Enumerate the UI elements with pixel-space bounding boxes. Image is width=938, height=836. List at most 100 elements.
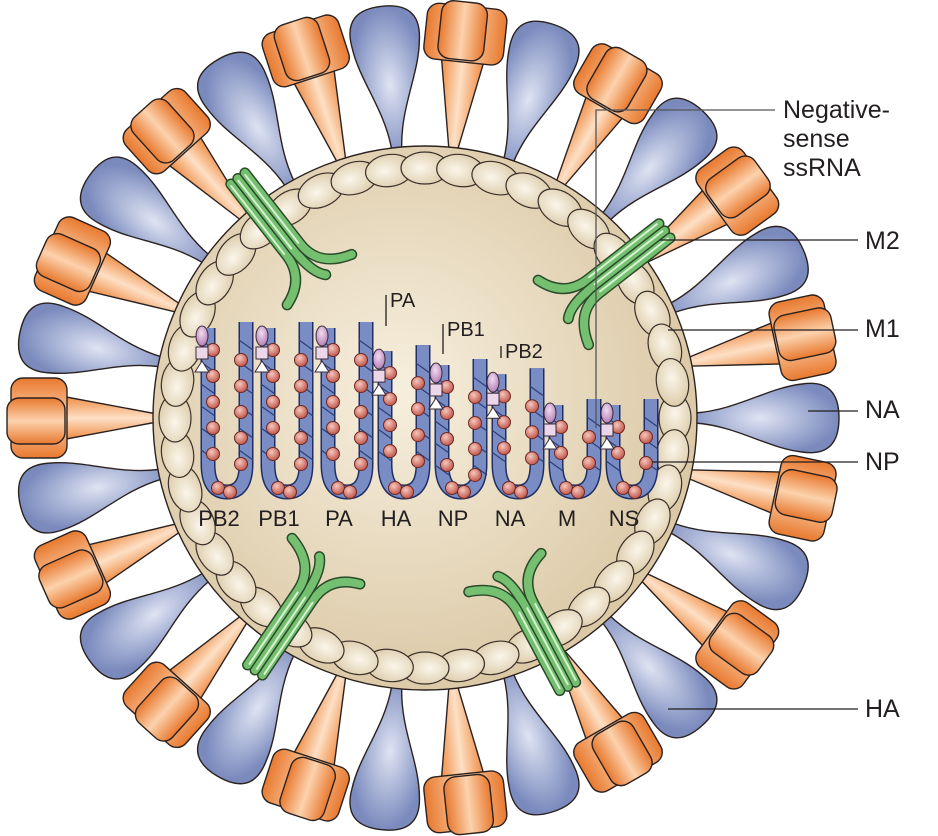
m2-channel (225, 167, 358, 311)
m2-helix-highlight (534, 603, 577, 681)
m2-helix (258, 577, 365, 680)
m2-helix (464, 586, 564, 695)
na-spike (197, 648, 296, 785)
np-bead (525, 451, 539, 466)
np-bead (354, 457, 368, 471)
na-spike (502, 672, 580, 816)
np-bead (411, 402, 425, 417)
ha-head-lobe (134, 676, 200, 742)
ha-spike (685, 294, 837, 382)
polymerase-pb1 (543, 423, 557, 437)
ha-stalk (60, 395, 158, 441)
np-bead (616, 481, 630, 495)
rna-twist (605, 460, 621, 472)
np-bead (468, 415, 482, 430)
np-bead (294, 457, 308, 471)
na-head (17, 461, 163, 534)
polymerase-pb2 (485, 406, 501, 419)
m2-helix-highlight (518, 611, 561, 690)
m2-helix (233, 174, 330, 279)
np-bead (354, 431, 368, 445)
ha-head-lobe (279, 756, 337, 822)
segment-label-ha: HA (381, 506, 412, 531)
polymerase-pa (486, 371, 500, 393)
polymerase-pa (600, 402, 614, 424)
polymerase-pa (372, 348, 386, 370)
polymerase-pa (255, 325, 269, 347)
rna-twist (200, 427, 216, 439)
rna-twist (358, 449, 374, 461)
rna-twist (260, 427, 276, 439)
np-bead (582, 456, 596, 470)
polymerase-pb2 (371, 383, 387, 396)
ha-stalk (440, 52, 486, 153)
polymerase-label-pb1: PB1 (447, 319, 485, 341)
np-bead (266, 395, 280, 409)
rna-twist (298, 339, 314, 351)
rna-twist (320, 383, 336, 395)
ha-spike (33, 522, 183, 620)
rna-twist (472, 464, 488, 476)
ha-head-lobe (273, 16, 331, 82)
np-bead (383, 392, 397, 407)
m2-helix-highlight (244, 174, 300, 244)
m2-helix-highlight (588, 223, 658, 279)
ha-spike (423, 683, 508, 836)
ha-spike (261, 14, 350, 166)
np-bead (554, 446, 568, 460)
np-bead (497, 415, 511, 430)
na-head (694, 382, 840, 454)
m2-helix (493, 572, 572, 691)
na-head (502, 672, 580, 816)
ha-head-lobe (38, 549, 104, 609)
np-bead (497, 441, 511, 456)
segment-label-pb1: PB1 (258, 506, 300, 531)
rna-twist (434, 420, 450, 432)
np-bead (411, 376, 425, 391)
np-bead (206, 395, 220, 409)
rnp-segment (542, 399, 602, 500)
rna-twist (298, 449, 314, 461)
rna-twist (491, 429, 507, 441)
rna-twist (472, 376, 488, 388)
surface-glycoproteins (6, 0, 840, 836)
np-bead (206, 421, 220, 435)
polymerase-pb2 (194, 360, 210, 373)
m1-matrix-layer (158, 151, 692, 685)
np-bead (234, 457, 248, 471)
polymerase-pb1 (600, 423, 614, 437)
polymerase-pb1 (255, 346, 269, 360)
rnp-segment (428, 358, 488, 500)
polymerase-label-pb2: PB2 (505, 341, 543, 363)
np-bead (383, 418, 397, 433)
np-bead (234, 405, 248, 419)
na-spike (694, 382, 840, 454)
rnp-segment (485, 368, 545, 500)
segment-label-pa: PA (325, 506, 353, 531)
m1-protein (655, 357, 690, 407)
np-bead (266, 421, 280, 435)
ha-head-lobe (35, 232, 102, 293)
m2-helix-highlight (526, 607, 569, 686)
ha-head-lobe (591, 720, 653, 787)
m2-ion-channels (225, 167, 676, 697)
callout-label-line: sense (783, 125, 850, 153)
polymerase-pa (315, 325, 329, 347)
np-bead (468, 389, 482, 404)
np-bead (411, 428, 425, 443)
np-bead (354, 379, 368, 393)
m2-helix (251, 552, 324, 675)
ha-head-lobe (443, 773, 495, 836)
na-head (600, 614, 718, 739)
rna-twist (260, 405, 276, 417)
ha-head-lobe (586, 46, 648, 113)
m2-helix-highlight (230, 185, 286, 255)
rnp-segment (194, 322, 254, 500)
ribonucleoprotein-segments (194, 322, 659, 500)
callout-label-line: NA (865, 396, 900, 424)
rna-twist (200, 383, 216, 395)
callout-label-line: Negative- (783, 96, 890, 124)
np-bead (294, 405, 308, 419)
